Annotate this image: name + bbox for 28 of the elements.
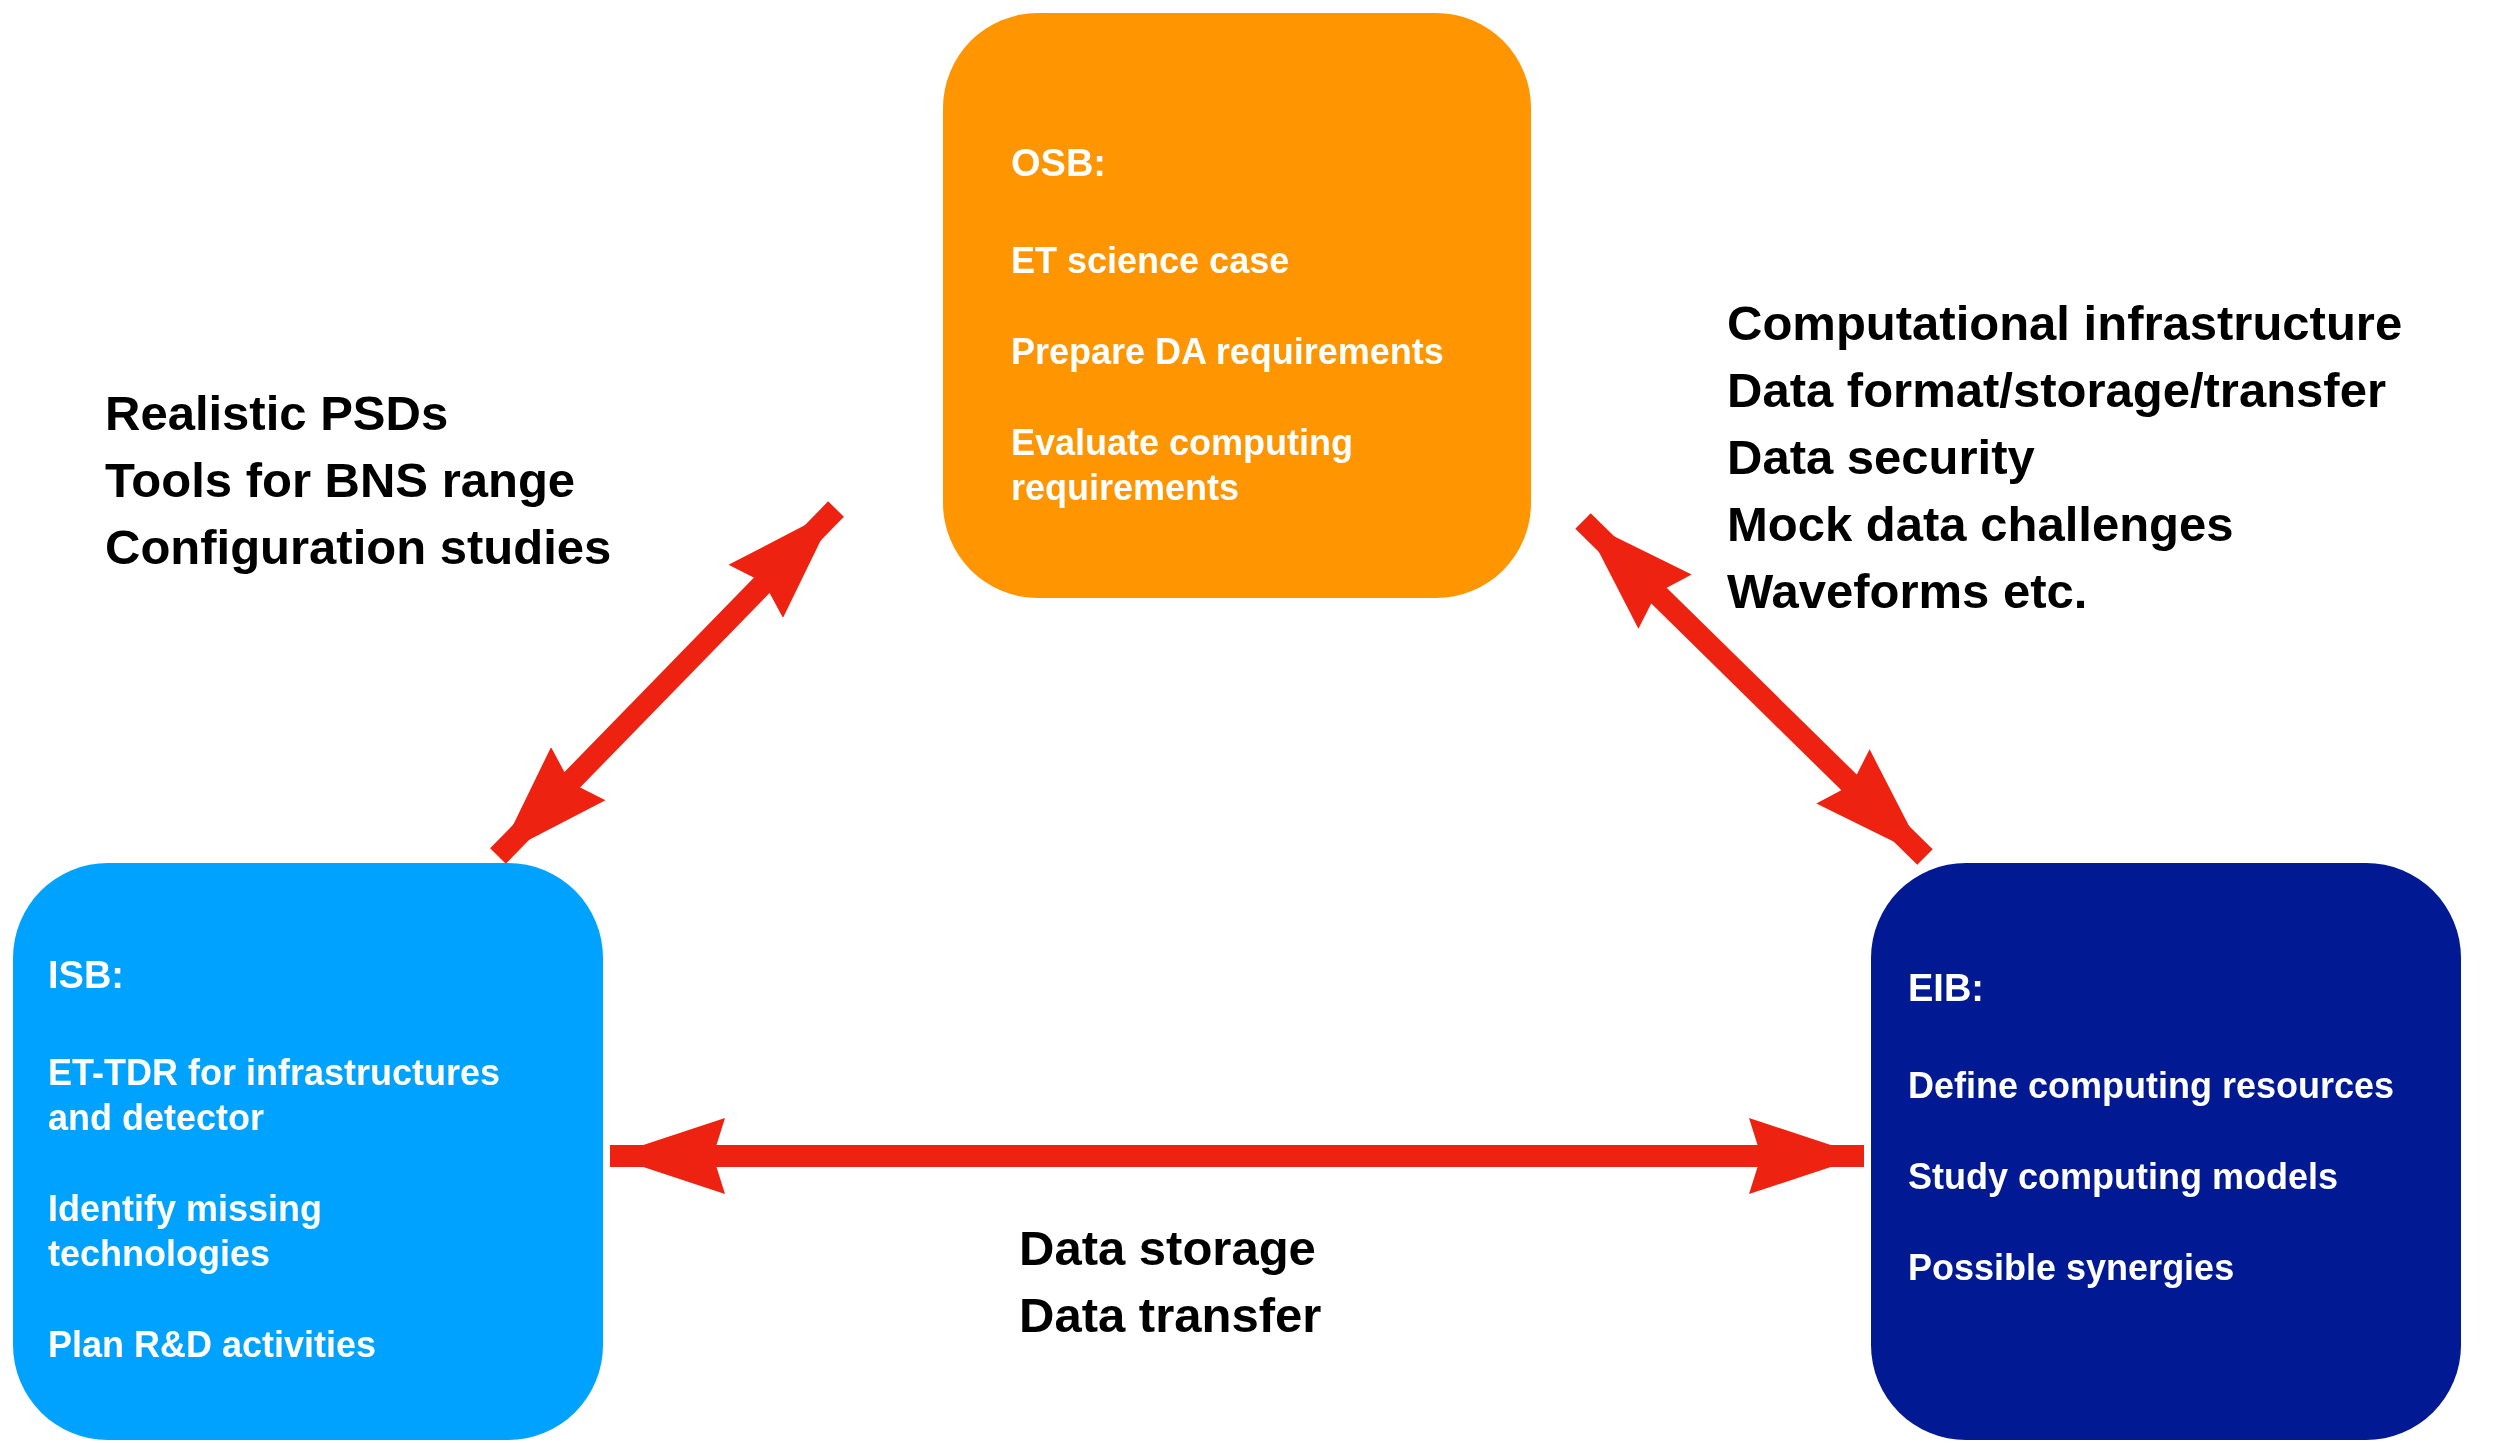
note-text: Data transfer: [1019, 1287, 1322, 1344]
box-item: Identify missing technologies: [48, 1187, 324, 1276]
box-heading: OSB:: [1011, 141, 1107, 186]
box-item: ET science case: [1011, 239, 1291, 283]
note-text: Waveforms etc.: [1727, 563, 2088, 620]
rounded-box: [13, 863, 603, 1440]
note-text: Computational infrastructure: [1727, 295, 2403, 352]
box-item: Define computing resources: [1908, 1064, 2396, 1108]
box-item: Evaluate computing requirements: [1011, 421, 1355, 510]
box-heading: EIB:: [1908, 966, 1985, 1011]
box-item: Prepare DA requirements: [1011, 330, 1445, 374]
note-text: Configuration studies: [105, 519, 612, 576]
box-item: Plan R&D activities: [48, 1323, 378, 1367]
box-item: Possible synergies: [1908, 1246, 2236, 1290]
double-arrow: [1575, 513, 1933, 865]
double-arrow: [610, 1118, 1864, 1194]
note-text: Mock data challenges: [1727, 496, 2234, 553]
note-text: Tools for BNS range: [105, 452, 576, 509]
note-text: Data security: [1727, 429, 2035, 486]
rounded-box: [943, 13, 1531, 598]
note-text: Realistic PSDs: [105, 385, 449, 442]
box-heading: ISB:: [48, 953, 125, 998]
rounded-box: [1871, 863, 2461, 1440]
double-arrow: [490, 501, 844, 864]
box-item: ET-TDR for infrastructures and detector: [48, 1051, 502, 1140]
note-text: Data storage: [1019, 1220, 1316, 1277]
note-text: Data format/storage/transfer: [1727, 362, 2386, 419]
box-item: Study computing models: [1908, 1155, 2339, 1199]
